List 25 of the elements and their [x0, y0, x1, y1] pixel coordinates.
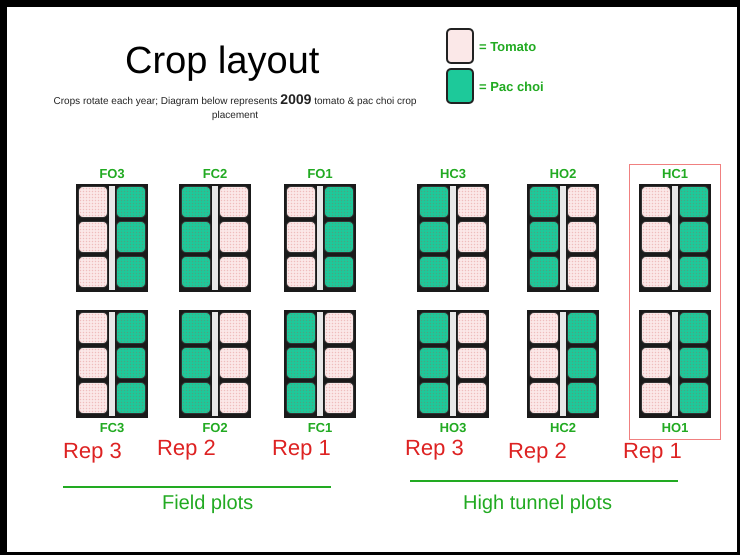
subtitle: Crops rotate each year; Diagram below represents 2009 tomato & pac choi crop placement [52, 92, 418, 123]
group-label: High tunnel plots [463, 492, 612, 515]
rep-label: Rep 3 [63, 438, 122, 464]
rep-label: Rep 2 [508, 438, 567, 464]
plot-label: HO3 [438, 420, 468, 436]
rep-label: Rep 2 [157, 435, 216, 461]
group-label: Field plots [162, 492, 254, 515]
highlight-frame [629, 164, 721, 440]
rep-label: Rep 1 [272, 435, 331, 461]
plot-label: FC2 [202, 166, 228, 182]
rep-label: Rep 1 [623, 438, 682, 464]
legend-text: = Pac choi [479, 79, 544, 94]
plot-label: HC3 [438, 166, 467, 182]
legend-text: = Tomato [479, 39, 536, 54]
plot-label: FC3 [98, 420, 126, 436]
plot-label: HC1 [660, 166, 689, 182]
plot-label: FO3 [98, 166, 126, 182]
plot-label: HC2 [548, 420, 577, 436]
plot-label: FO2 [201, 420, 229, 436]
rep-label: Rep 3 [405, 435, 464, 461]
plot-label: HO1 [660, 420, 690, 436]
title: Crop layout [125, 40, 320, 83]
plot-label: FC1 [306, 420, 334, 436]
plot-label: HO2 [548, 166, 578, 182]
plot-label: FO1 [306, 166, 334, 182]
